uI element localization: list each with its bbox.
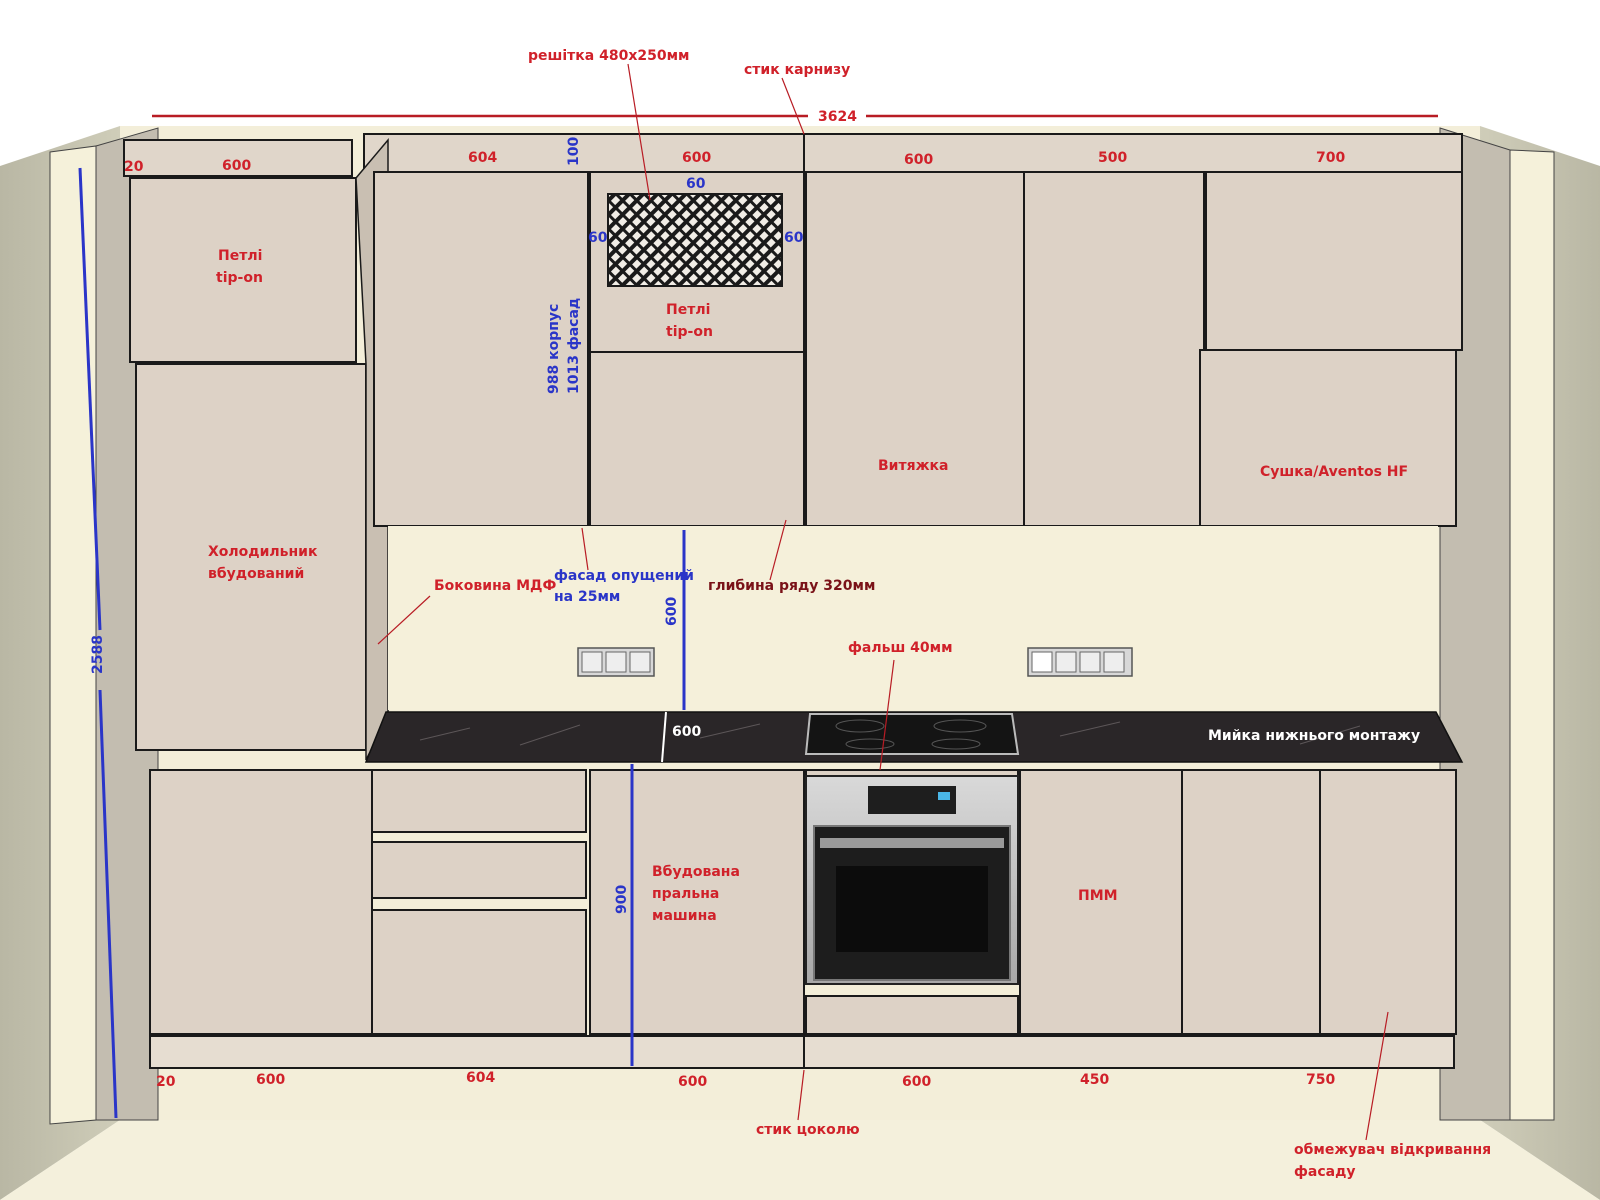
base-drawer-3 [371, 909, 587, 1035]
washer-label-line3: машина [652, 908, 717, 924]
upper-cab-500 [1023, 171, 1205, 527]
hinges-1-line1: Петлі [218, 248, 262, 264]
splash-height-label: 600 [664, 597, 680, 626]
cornice-joint-leader [781, 77, 805, 135]
lower-left-gap: 20 [156, 1074, 176, 1090]
socket-group-right [1027, 647, 1133, 677]
upper-width-4: 600 [904, 152, 933, 168]
depth-dim-line [661, 711, 667, 763]
lower-width-2: 604 [466, 1070, 495, 1086]
base-drawer-2 [371, 841, 587, 899]
side-panel-label: Боковина МДФ [434, 578, 556, 594]
hinges-2-line2: tip-on [666, 324, 713, 340]
upper-cab-700-top [1205, 171, 1463, 351]
base-sink-left [1181, 769, 1321, 1035]
lower-width-6: 750 [1306, 1072, 1335, 1088]
cornice-height-label: 100 [566, 137, 582, 166]
fridge-label-line2: вбудований [208, 566, 304, 582]
dryer-label: Сушка/Aventos HF [1260, 464, 1408, 480]
upper-width-5: 500 [1098, 150, 1127, 166]
plinth-joint-leader [797, 1069, 805, 1121]
grille-label: решітка 480х250мм [528, 48, 690, 64]
cooktop [804, 713, 1020, 755]
ventilation-grille [607, 193, 783, 287]
base-washer [589, 769, 805, 1035]
base-drawer-1 [371, 769, 587, 833]
upper-width-2: 604 [468, 150, 497, 166]
facade-lowered-line2: на 25мм [554, 589, 620, 605]
total-height-label: 2588 [90, 635, 106, 674]
sink-label: Мийка нижнього монтажу [1208, 728, 1420, 744]
left-side-panel [49, 145, 97, 1125]
facade-height-note: 1013 фасад [566, 298, 582, 394]
dishwasher-label: ПММ [1078, 888, 1118, 904]
oven-bottom-panel [805, 995, 1019, 1035]
right-side-panel [1509, 149, 1555, 1121]
lower-width-1: 600 [256, 1072, 285, 1088]
fridge-label-line1: Холодильник [208, 544, 318, 560]
lower-width-5: 450 [1080, 1072, 1109, 1088]
hinges-1-line2: tip-on [216, 270, 263, 286]
height-dim-line-bottom [98, 689, 118, 1119]
backsplash [388, 526, 1438, 710]
base-height-label: 900 [614, 885, 630, 914]
grille-margin-right: 60 [784, 230, 804, 246]
counter-depth-label: 600 [672, 724, 701, 740]
tall-cornice [123, 139, 353, 177]
hinges-2-line1: Петлі [666, 302, 710, 318]
grille-margin-top: 60 [686, 176, 706, 192]
side-panel-leader [377, 595, 431, 645]
total-width-label: 3624 [818, 109, 857, 125]
washer-label-line1: Вбудована [652, 864, 740, 880]
hood-label: Витяжка [878, 458, 948, 474]
grille-leader [627, 63, 651, 201]
lower-width-3: 600 [678, 1074, 707, 1090]
limiter-label-line1: обмежувач відкривання [1294, 1142, 1491, 1158]
fridge-door [135, 363, 367, 751]
washer-label-line2: пральна [652, 886, 719, 902]
plinth-joint-label: стик цоколю [756, 1122, 860, 1138]
limiter-leader [1365, 1011, 1389, 1141]
height-dim-line-top [78, 167, 102, 631]
upper-cab-700-bottom [1199, 349, 1457, 527]
base-cab-fridge [149, 769, 373, 1035]
false-panel-label: фальш 40мм [848, 640, 953, 656]
fridge-top-door [129, 177, 357, 363]
row-depth-label: глибина ряду 320мм [708, 578, 875, 594]
oven [805, 775, 1019, 985]
upper-left-gap: 20 [124, 159, 144, 175]
limiter-label-line2: фасаду [1294, 1164, 1356, 1180]
lower-width-4: 600 [902, 1074, 931, 1090]
plinth [149, 1035, 1455, 1069]
false-panel-leader [879, 659, 895, 771]
body-height-note: 988 корпус [546, 304, 562, 394]
facade-lowered-line1: фасад опущений [554, 568, 694, 584]
base-sink-right [1319, 769, 1457, 1035]
grille-margin-left: 60 [588, 230, 608, 246]
upper-width-1: 600 [222, 158, 251, 174]
upper-cab-604 [373, 171, 589, 527]
upper-width-6: 700 [1316, 150, 1345, 166]
socket-group-left [577, 647, 655, 677]
facade-lowered-leader [581, 527, 589, 571]
upper-width-3: 600 [682, 150, 711, 166]
cornice-joint-label: стик карнизу [744, 62, 850, 78]
floor [0, 1120, 1600, 1200]
upper-cab-600-bottom [589, 351, 805, 527]
row-depth-leader [769, 519, 787, 581]
